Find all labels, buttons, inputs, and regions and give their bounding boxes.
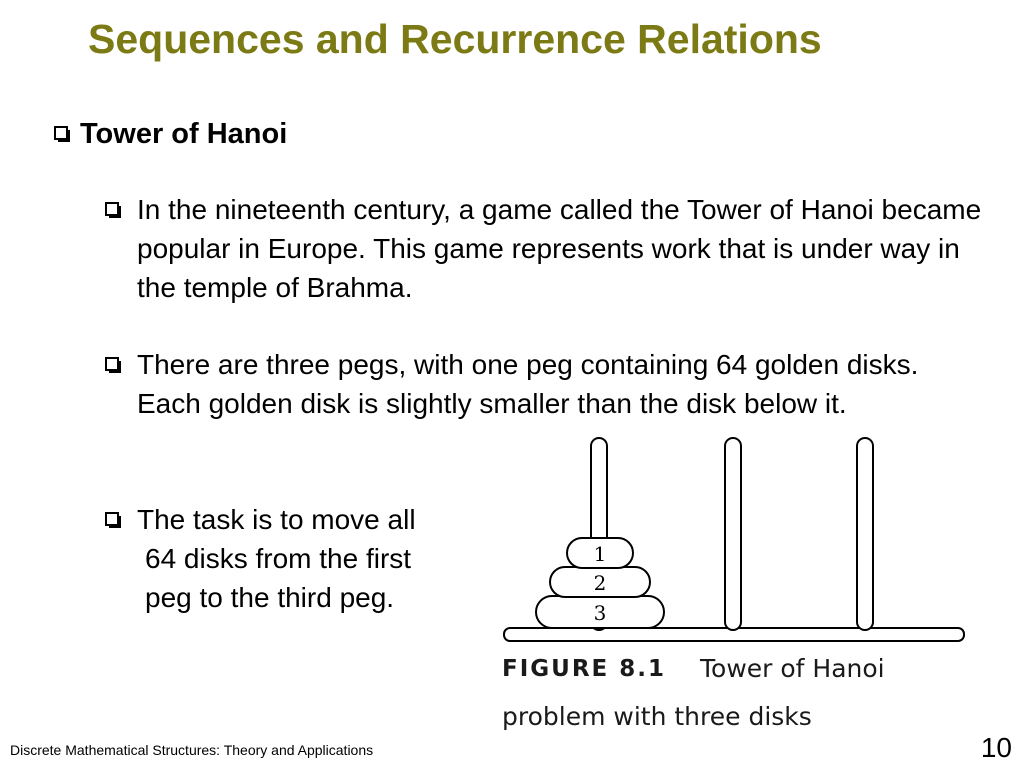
disk-1 [566, 537, 634, 569]
disk-1-label: 1 [594, 542, 607, 566]
tower-of-hanoi-diagram: 1 2 3 [503, 437, 965, 642]
bullet-task: The task is to move all 64 disks from th… [105, 500, 485, 617]
bullet-task-line2: 64 disks from the first [145, 543, 412, 574]
bullet-text: In the nineteenth century, a game called… [137, 194, 982, 303]
figure-title: Tower of Hanoi [700, 654, 885, 683]
bullet-task-line3: peg to the third peg. [145, 582, 395, 613]
disk-3-label: 3 [594, 601, 607, 625]
tower-of-hanoi-figure: 1 2 3 FIGURE 8.1 Tower of Hanoi problem … [500, 430, 970, 731]
figure-caption: problem with three disks [502, 702, 812, 731]
figure-label: FIGURE 8.1 [502, 656, 666, 682]
bullet-text: There are three pegs, with one peg conta… [137, 349, 919, 419]
page-number: 10 [980, 732, 1012, 763]
peg-3 [856, 437, 874, 631]
disk-2-label: 2 [594, 571, 607, 595]
slide-title: Sequences and Recurrence Relations [88, 16, 822, 62]
checkbox-bullet-icon [105, 202, 121, 218]
heading-text: Tower of Hanoi [80, 118, 288, 150]
bullet-task-line1: The task is to move all [137, 504, 416, 535]
checkbox-bullet-icon [54, 126, 70, 143]
section-heading: Tower of Hanoi [54, 116, 287, 152]
bullet-history: In the nineteenth century, a game called… [105, 190, 995, 307]
checkbox-bullet-icon [105, 357, 121, 373]
checkbox-bullet-icon [105, 512, 121, 528]
footer-course: Discrete Mathematical Structures: Theory… [10, 742, 374, 758]
bullet-text: The task is to move all 64 disks from th… [137, 500, 485, 617]
bullet-pegs: There are three pegs, with one peg conta… [105, 345, 975, 423]
peg-2 [724, 437, 742, 631]
